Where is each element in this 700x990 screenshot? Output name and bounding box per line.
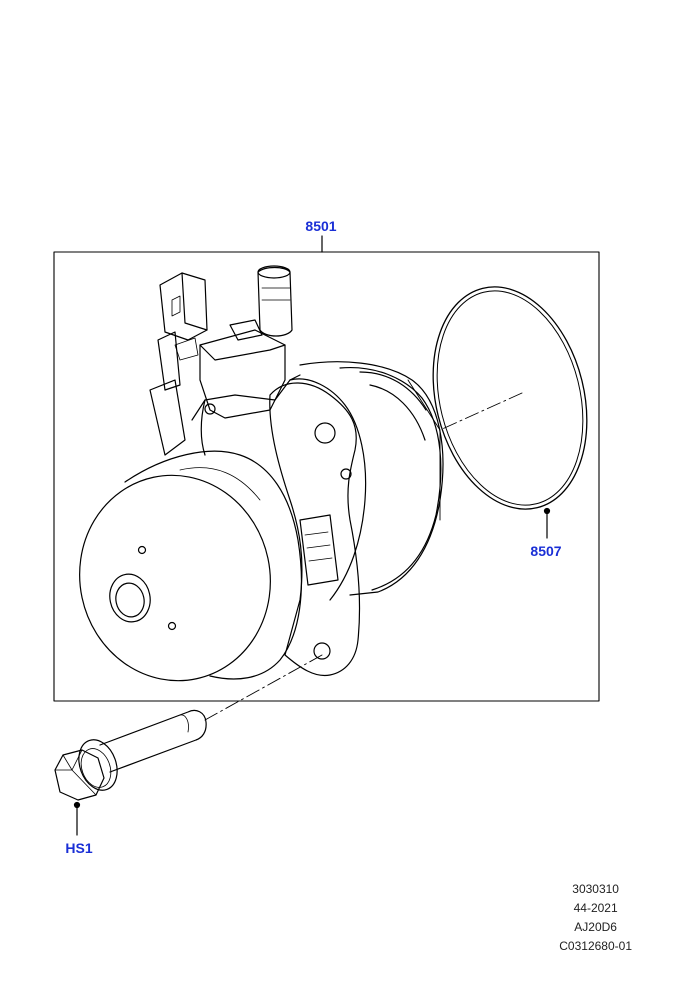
leader-dot-hs1 [73,801,81,809]
axis-line-lower [204,654,323,721]
pulley-face [79,474,271,682]
ref-code-2: 44-2021 [573,901,618,915]
axis-line-upper [439,392,523,431]
o-ring-seal[interactable] [411,270,609,525]
ref-code-1: 3030310 [572,882,619,896]
reference-codes: 3030310 44-2021 AJ20D6 C0312680-01 [559,880,632,956]
callout-8501[interactable]: 8501 [305,218,337,234]
assembly-frame [53,251,600,702]
callout-8507[interactable]: 8507 [530,543,562,559]
ref-code-3: AJ20D6 [574,920,617,934]
leader-dot-8507 [543,507,551,515]
ref-code-4: C0312680-01 [559,939,632,953]
flange-bolt[interactable] [54,709,207,801]
water-pump[interactable] [61,265,444,699]
callout-hs1[interactable]: HS1 [65,840,93,856]
